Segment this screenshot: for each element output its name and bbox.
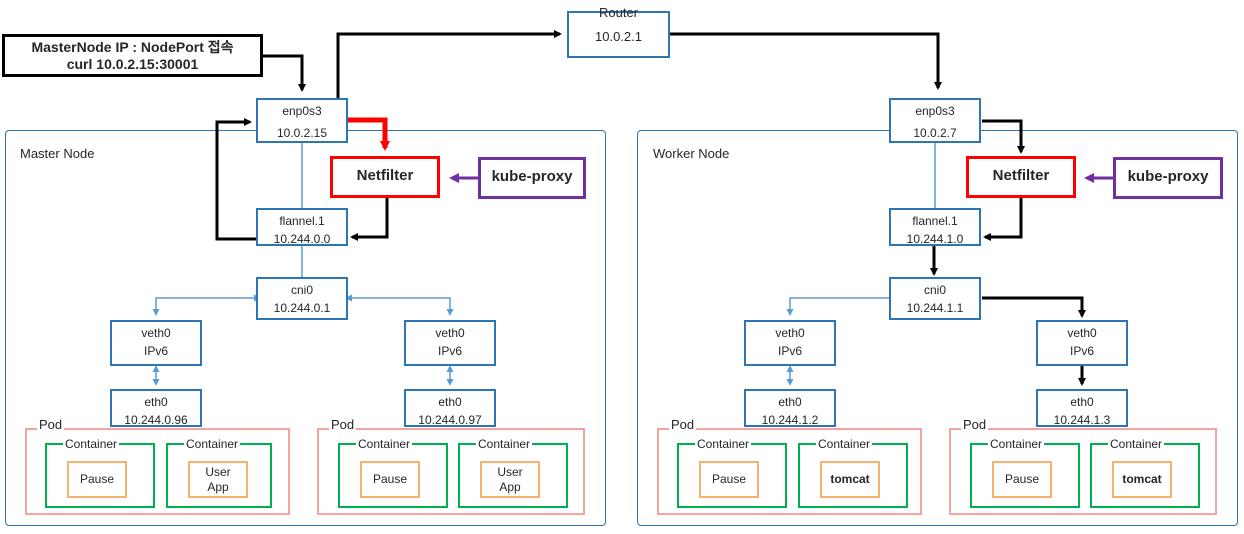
- master-pod2: [317, 428, 585, 515]
- router-ip: 10.0.2.1: [595, 29, 642, 44]
- worker-pod1-veth: veth0 IPv6: [744, 320, 836, 366]
- pause-box: Pause: [992, 461, 1052, 498]
- master-pod1-eth: eth0 10.244.0.96: [110, 389, 202, 427]
- worker-pod1: [657, 428, 922, 515]
- eth-ip: 10.244.0.96: [124, 413, 188, 427]
- veth-name: veth0: [141, 326, 171, 340]
- pause-box: Pause: [699, 461, 759, 498]
- veth-name: veth0: [435, 326, 465, 340]
- pause-box: Pause: [360, 461, 420, 498]
- master-pod2-eth: eth0 10.244.0.97: [404, 389, 496, 427]
- eth-name: eth0: [778, 395, 802, 409]
- veth-ip: IPv6: [777, 344, 802, 358]
- eth-name: eth0: [438, 395, 462, 409]
- router-title: Router: [598, 5, 639, 20]
- callout-line1: MasterNode IP : NodePort 접속: [31, 39, 234, 55]
- pod-label: Pod: [669, 417, 697, 432]
- worker-enp0s3-name: enp0s3: [915, 104, 955, 118]
- veth-ip: IPv6: [1069, 344, 1094, 358]
- worker-node-label: Worker Node: [653, 146, 730, 161]
- eth-ip: 10.244.0.97: [418, 413, 482, 427]
- worker-netfilter: Netfilter: [966, 156, 1076, 198]
- pod-label: Pod: [329, 417, 357, 432]
- veth-ip: IPv6: [143, 344, 168, 358]
- eth-ip: 10.244.1.2: [761, 413, 819, 427]
- master-node-label: Master Node: [20, 146, 95, 161]
- user-app-box: User App: [480, 461, 540, 498]
- master-flannel: flannel.1 10.244.0.0: [256, 208, 348, 246]
- worker-pod1-eth: eth0 10.244.1.2: [744, 389, 836, 427]
- pod-label: Pod: [37, 417, 65, 432]
- eth-name: eth0: [1070, 395, 1094, 409]
- master-pod1-veth: veth0 IPv6: [110, 320, 202, 366]
- worker-cni0: cni0 10.244.1.1: [889, 277, 981, 320]
- container-label: Container: [63, 437, 120, 451]
- master-cni0-ip: 10.244.0.1: [273, 301, 331, 315]
- container-label: Container: [476, 437, 533, 451]
- worker-flannel-name: flannel.1: [912, 214, 958, 228]
- container-label: Container: [988, 437, 1045, 451]
- worker-enp0s3: enp0s3 10.0.2.7: [889, 98, 981, 143]
- user-app-box: User App: [188, 461, 248, 498]
- nodeport-callout: MasterNode IP : NodePort 접속 curl 10.0.2.…: [2, 34, 263, 77]
- veth-name: veth0: [775, 326, 805, 340]
- container-label: Container: [816, 437, 873, 451]
- master-cni0: cni0 10.244.0.1: [256, 277, 348, 320]
- worker-enp0s3-ip: 10.0.2.7: [913, 126, 957, 140]
- eth-name: eth0: [144, 395, 168, 409]
- master-netfilter: Netfilter: [330, 156, 440, 198]
- master-pod2-veth: veth0 IPv6: [404, 320, 496, 366]
- router-box: Router 10.0.2.1: [567, 5, 670, 58]
- callout-line2: curl 10.0.2.15:30001: [66, 56, 199, 72]
- veth-ip: IPv6: [437, 344, 462, 358]
- worker-cni0-name: cni0: [923, 283, 946, 297]
- worker-pod2-eth: eth0 10.244.1.3: [1036, 389, 1128, 427]
- master-flannel-name: flannel.1: [279, 214, 325, 228]
- master-cni0-name: cni0: [290, 283, 313, 297]
- master-enp0s3: enp0s3 10.0.2.15: [256, 98, 348, 143]
- master-pod1: [25, 428, 290, 515]
- master-enp0s3-name: enp0s3: [282, 104, 322, 118]
- veth-name: veth0: [1067, 326, 1097, 340]
- container-label: Container: [356, 437, 413, 451]
- master-enp0s3-ip: 10.0.2.15: [276, 126, 328, 140]
- pod-label: Pod: [961, 417, 989, 432]
- worker-kube-proxy: kube-proxy: [1113, 157, 1223, 199]
- container-label: Container: [695, 437, 752, 451]
- tomcat-box: tomcat: [1112, 461, 1172, 498]
- tomcat-box: tomcat: [820, 461, 880, 498]
- worker-pod2: [949, 428, 1217, 515]
- eth-ip: 10.244.1.3: [1053, 413, 1111, 427]
- container-label: Container: [1108, 437, 1165, 451]
- master-kube-proxy: kube-proxy: [478, 157, 586, 199]
- worker-flannel: flannel.1 10.244.1.0: [889, 208, 981, 246]
- container-label: Container: [184, 437, 241, 451]
- master-flannel-ip: 10.244.0.0: [273, 232, 331, 246]
- worker-flannel-ip: 10.244.1.0: [906, 232, 964, 246]
- worker-cni0-ip: 10.244.1.1: [906, 301, 964, 315]
- worker-pod2-veth: veth0 IPv6: [1036, 320, 1128, 366]
- pause-box: Pause: [67, 461, 127, 498]
